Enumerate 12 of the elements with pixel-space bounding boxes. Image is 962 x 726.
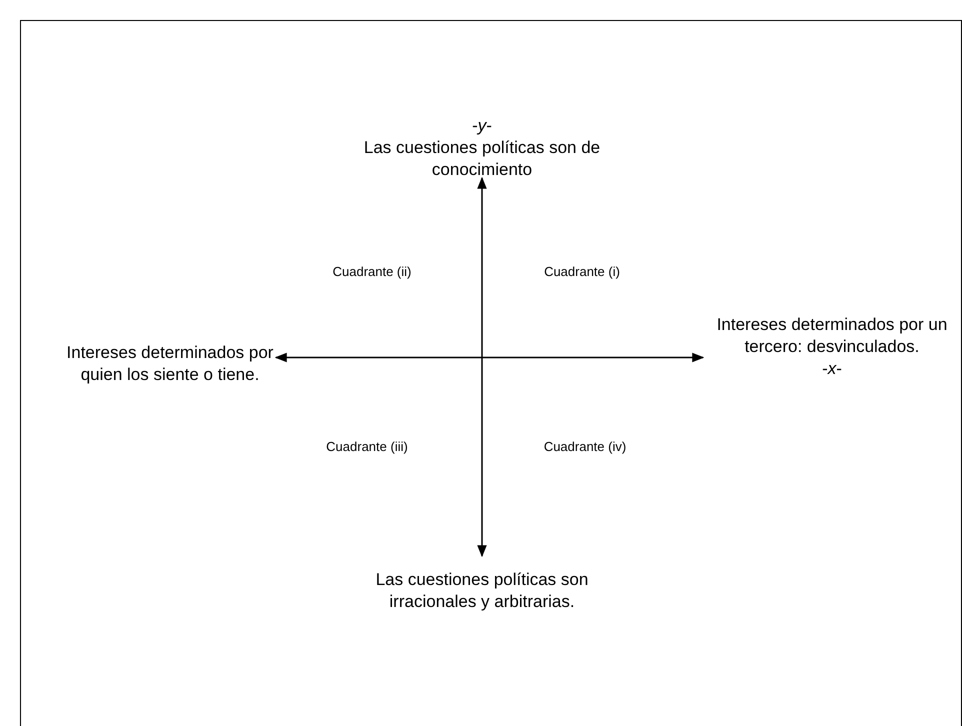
axis-label: -y- — [472, 115, 492, 137]
axis-arrow — [274, 352, 704, 362]
axis-label: Las cuestiones políticas son irracionales y arbitrarias. — [374, 569, 590, 613]
quadrant-label: Cuadrante (iii) — [325, 438, 409, 456]
axis-label: Intereses determinados por un tercero: desvinculados. — [716, 314, 948, 358]
quadrant-label: Cuadrante (iv) — [542, 438, 628, 456]
axis-label: Intereses determinados por quien los siente o tiene. — [66, 342, 274, 386]
quadrant-label: Cuadrante (ii) — [332, 263, 412, 281]
axis-arrow — [477, 176, 487, 558]
axis-label: -x- — [822, 358, 842, 380]
quadrant-label: Cuadrante (i) — [543, 263, 621, 281]
axis-label: Las cuestiones políticas son de conocimiento — [362, 137, 602, 181]
